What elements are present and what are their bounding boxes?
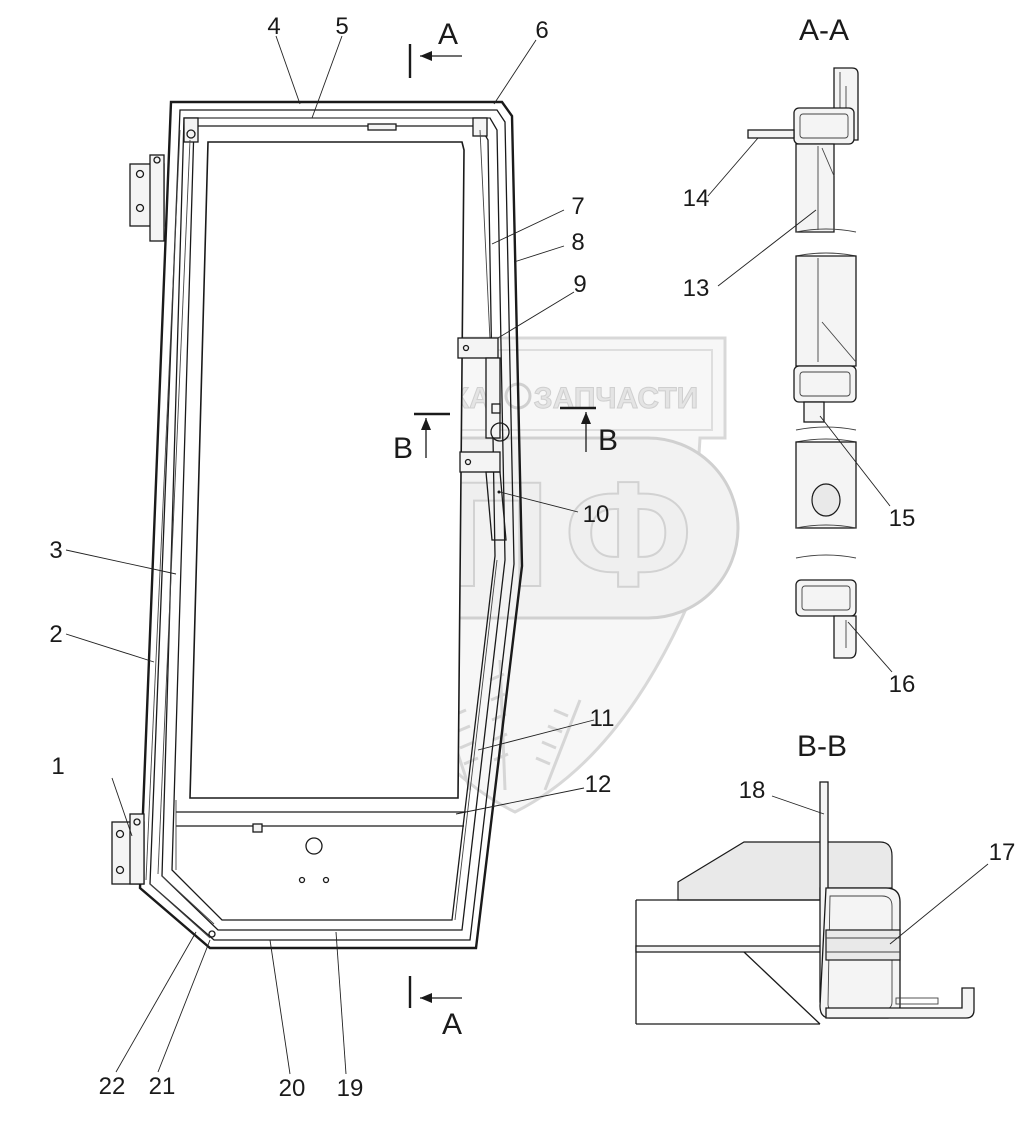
callout-17: 17 xyxy=(989,839,1016,866)
hinge-bottom xyxy=(111,813,145,885)
callout-2: 2 xyxy=(49,621,62,648)
callout-19: 19 xyxy=(337,1075,364,1102)
door-outer-frame xyxy=(138,100,524,950)
section-a-a: A-A xyxy=(747,14,859,659)
lower-panel-hole xyxy=(305,837,323,855)
svg-text:B: B xyxy=(598,424,618,457)
callout-18: 18 xyxy=(739,777,766,804)
callout-20: 20 xyxy=(279,1075,306,1102)
callout-numbers: 1 2 3 4 5 6 7 8 9 10 11 12 13 14 15 16 1… xyxy=(49,13,1015,1102)
section-a-a-title: A-A xyxy=(799,14,849,47)
svg-text:A: A xyxy=(438,18,458,51)
callout-22: 22 xyxy=(99,1073,126,1100)
callout-4: 4 xyxy=(267,13,280,40)
callout-8: 8 xyxy=(571,229,584,256)
callout-5: 5 xyxy=(335,13,348,40)
callout-21: 21 xyxy=(149,1073,176,1100)
callout-7: 7 xyxy=(571,193,584,220)
callout-10: 10 xyxy=(583,501,610,528)
callout-6: 6 xyxy=(535,17,548,44)
callout-13: 13 xyxy=(683,275,710,302)
section-mark-a-bottom: A xyxy=(408,976,462,1041)
svg-text:A: A xyxy=(442,1008,462,1041)
callout-3: 3 xyxy=(49,537,62,564)
callout-11: 11 xyxy=(590,705,615,732)
watermark-word-right: ЗАПЧАСТИ xyxy=(534,382,698,415)
callout-9: 9 xyxy=(573,271,586,298)
section-mark-a-top: A xyxy=(408,18,462,78)
callout-15: 15 xyxy=(889,505,916,532)
section-mark-b-left: B xyxy=(393,412,450,465)
callout-1: 1 xyxy=(51,753,64,780)
section-b-b: B-B xyxy=(635,730,975,1025)
section-b-b-title: B-B xyxy=(797,730,847,763)
leader-lines xyxy=(65,35,989,1075)
callout-16: 16 xyxy=(889,671,916,698)
hinge-top xyxy=(129,154,165,242)
door-front-view: A A B B xyxy=(111,18,618,1041)
lock-bracket xyxy=(457,337,510,541)
svg-text:B: B xyxy=(393,432,413,465)
callout-14: 14 xyxy=(683,185,710,212)
door-glass-opening xyxy=(189,141,465,799)
callout-12: 12 xyxy=(585,771,612,798)
section-mark-b-right: B xyxy=(560,406,618,457)
